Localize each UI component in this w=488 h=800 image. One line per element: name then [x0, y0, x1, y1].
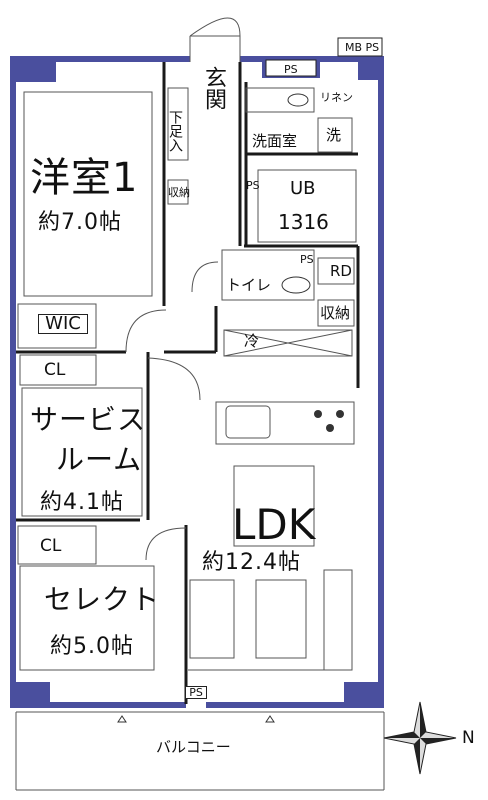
room-label-service-room-1: サービス [30, 403, 147, 436]
label-rd: RD [330, 262, 352, 280]
room-label-select: セレクト [44, 583, 161, 616]
room-label-youshitsu1: 洋室1 [30, 155, 139, 201]
room-label-ldk: LDK [232, 500, 316, 549]
label-shuno-1: 収納 [168, 186, 190, 199]
room-label-cl2: CL [40, 536, 62, 556]
label-shuno-2: 収納 [320, 304, 351, 322]
label-ps-top: PS [284, 63, 298, 76]
label-genkan: 玄関 [201, 66, 226, 110]
label-geta: 下足入 [167, 110, 183, 152]
label-ps-toilet: PS [300, 253, 314, 266]
label-ub-1: UB [290, 178, 316, 199]
label-rei: 冷 [244, 332, 260, 350]
compass-icon [383, 701, 457, 775]
room-area-select: 約5.0帖 [50, 634, 134, 659]
label-linen: リネン [320, 91, 353, 104]
label-mbps: MB PS [345, 41, 380, 54]
room-area-service-room: 約4.1帖 [40, 490, 124, 515]
detail-lines [15, 17, 385, 791]
room-label-cl1: CL [44, 360, 66, 380]
label-north: N [462, 728, 475, 748]
interior-walls [16, 62, 360, 704]
label-ps-ub: PS [246, 179, 260, 192]
label-senmen: 洗面室 [252, 132, 298, 150]
label-ub-2: 1316 [278, 210, 329, 234]
label-sen: 洗 [326, 126, 342, 144]
room-area-ldk: 約12.4帖 [202, 550, 301, 575]
label-ps-bottom: PS [185, 686, 207, 699]
outer-wall [10, 56, 384, 708]
label-balcony: バルコニー [156, 738, 231, 756]
label-toilet: トイレ [226, 276, 272, 294]
room-label-service-room-2: ルーム [56, 443, 143, 476]
room-area-youshitsu1: 約7.0帖 [38, 210, 122, 235]
room-label-wic: WIC [38, 314, 88, 334]
